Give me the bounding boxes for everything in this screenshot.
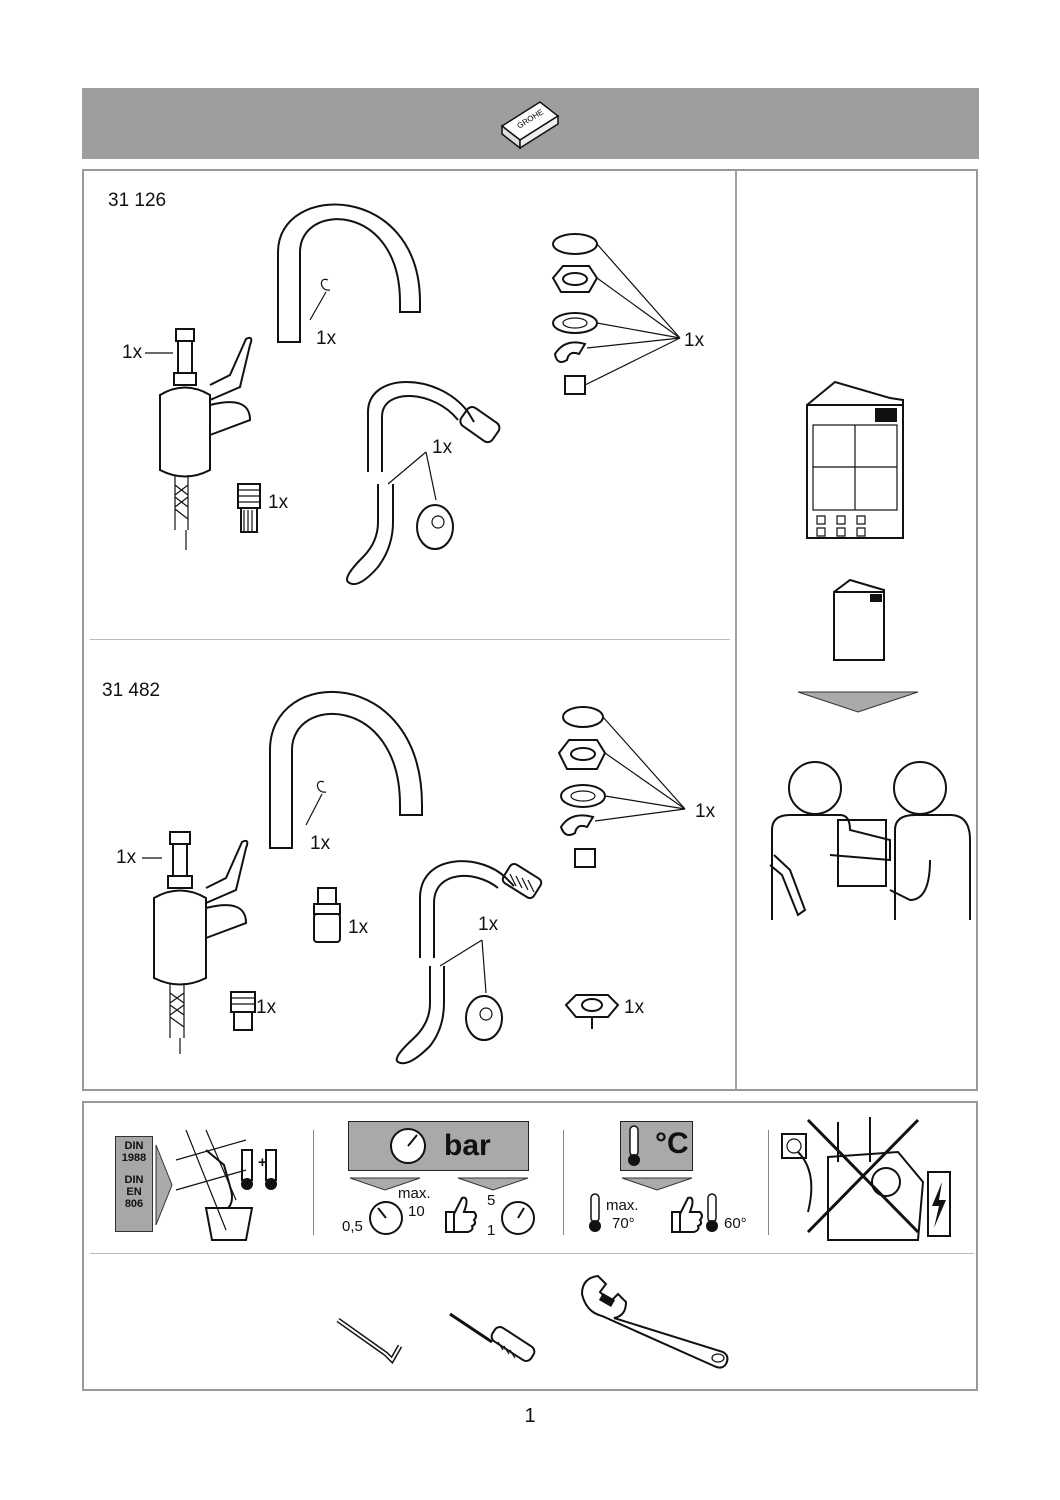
qty-seals: 1x: [695, 801, 716, 822]
pressure-min-value: 0,5: [342, 1218, 363, 1235]
pressure-max-value: 10: [408, 1203, 425, 1220]
pullout-hose-illustration: [346, 381, 501, 586]
qty-hose: 1x: [432, 437, 453, 458]
thumbs-up-icon: [671, 1196, 703, 1233]
box-logo-icon: GROHE: [500, 101, 560, 150]
contents-panel: [82, 169, 978, 1091]
page-number: 1: [524, 1405, 536, 1427]
separator: [768, 1130, 769, 1235]
hex-key-icon: [336, 1317, 403, 1365]
gauge-icon: [390, 1128, 426, 1164]
spout-illustration: [277, 203, 421, 343]
thumbs-up-icon: [445, 1196, 477, 1233]
temperature-max-value: 70°: [612, 1215, 635, 1232]
arrow-down-icon: [349, 1177, 529, 1191]
manual-book-icon: [806, 380, 904, 539]
qty-aerator: 1x: [348, 917, 369, 938]
thermometer-icon: [628, 1125, 640, 1166]
qty-seals: 1x: [684, 330, 705, 351]
arrow-right-icon: [155, 1144, 173, 1226]
pressure-rec-high: 5: [487, 1192, 496, 1209]
mixer-illustration: [159, 328, 253, 550]
temperature-rec-value: 60°: [724, 1215, 747, 1232]
qty-spout: 1x: [310, 833, 331, 854]
qty-spout: 1x: [316, 328, 337, 349]
mounting-bracket-illustration: [564, 994, 620, 1029]
model-number-1: 31 126: [108, 190, 167, 211]
thermometer-icon: [589, 1193, 601, 1232]
leader-line: [142, 857, 162, 859]
temperature-unit: °C: [655, 1127, 689, 1160]
section-divider: [90, 1253, 974, 1254]
arrow-down-icon: [621, 1177, 693, 1191]
gauge-icon: [369, 1201, 403, 1235]
flush-pipes-illustration: [175, 1129, 277, 1241]
handover-illustration: [769, 761, 971, 920]
pressure-max-label: max.: [398, 1185, 431, 1202]
qty-bracket: 1x: [624, 997, 645, 1018]
pressure-rec-low: 1: [487, 1222, 496, 1239]
thermometer-icon: [706, 1193, 718, 1232]
qty-hose: 1x: [478, 914, 499, 935]
aerator-illustration: [313, 887, 341, 943]
connector-illustration: [237, 483, 261, 533]
qty-connector: 1x: [268, 492, 289, 513]
requirements-panel: [82, 1101, 978, 1391]
din-standard-badge: DIN 1988 DIN EN 806: [115, 1136, 153, 1232]
qty-connector: 1x: [256, 997, 277, 1018]
pullout-hose-illustration: [395, 860, 543, 1065]
seal-set-illustration: [557, 706, 686, 868]
pressure-label-box: [348, 1121, 529, 1171]
plus-sign: +: [258, 1154, 267, 1171]
arrow-down-icon: [797, 691, 919, 713]
gauge-icon: [501, 1201, 535, 1235]
screwdriver-icon: [449, 1312, 536, 1362]
qty-mixer: 1x: [122, 342, 143, 363]
seal-set-illustration: [551, 233, 681, 395]
no-instantaneous-heater-illustration: [781, 1117, 951, 1241]
separator: [563, 1130, 564, 1235]
adjustable-wrench-icon: [580, 1274, 729, 1369]
connector-illustration: [230, 991, 256, 1031]
qty-mixer: 1x: [116, 847, 137, 868]
quick-guide-icon: [833, 578, 885, 661]
spout-illustration: [269, 690, 423, 849]
panel-divider: [735, 170, 737, 1090]
separator: [313, 1130, 314, 1235]
section-divider: [90, 639, 730, 640]
model-number-2: 31 482: [102, 680, 161, 701]
pressure-unit: bar: [444, 1129, 491, 1162]
temperature-max-label: max.: [606, 1197, 639, 1214]
leader-line: [145, 352, 173, 354]
mixer-illustration: [153, 831, 249, 1054]
